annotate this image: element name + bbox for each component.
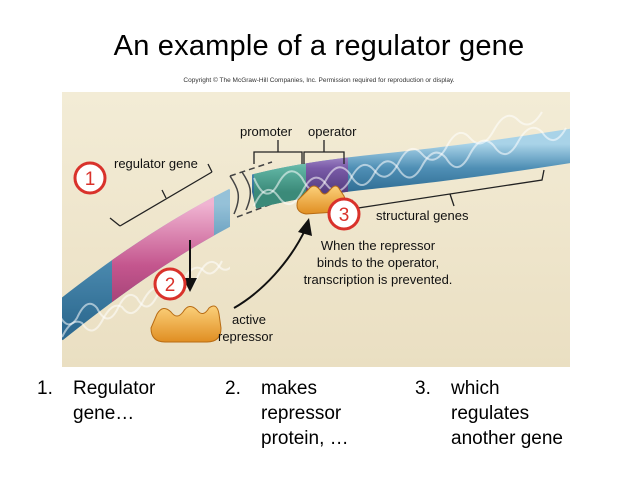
marker-3: 3 [327, 197, 361, 231]
note-line-3: transcription is prevented. [304, 272, 453, 287]
caption-3-text: which regulates another gene [451, 378, 563, 449]
arrow-repressor-to-operator-head [298, 218, 312, 236]
arrow-repressor-to-operator [233, 227, 307, 309]
dashed-connector-top [229, 161, 273, 177]
caption-2-number: 2. [225, 378, 241, 399]
caption-1-number: 1. [37, 378, 53, 399]
regulator-gene-figure: 1 2 3 regulator gene promoter operator s… [62, 92, 570, 367]
figure-svg: 1 2 3 regulator gene promoter operator s… [62, 92, 570, 367]
marker-1-label: 1 [85, 169, 96, 190]
operator-bracket [303, 140, 345, 164]
regulator-gene-region [112, 196, 214, 303]
dna-right-helix [253, 111, 567, 207]
promoter-bracket [253, 140, 303, 164]
label-active: active [232, 312, 266, 327]
caption-1-text: Regulator gene… [73, 378, 156, 424]
label-repressor: repressor [218, 329, 274, 344]
marker-2: 2 [153, 267, 187, 301]
label-operator: operator [308, 124, 357, 139]
regulator-gene-bracket [109, 163, 213, 227]
caption-3-number: 3. [415, 378, 431, 399]
note-line-1: When the repressor [321, 238, 436, 253]
dna-left-helix [62, 260, 230, 338]
note-line-2: binds to the operator, [317, 255, 439, 270]
arrow-gene-to-repressor-head [183, 278, 197, 292]
break-mark-1 [229, 175, 240, 215]
active-repressor-shape [150, 305, 222, 343]
marker-1: 1 [73, 161, 107, 195]
figure-background [62, 92, 570, 367]
break-mark-2 [241, 171, 252, 211]
slide-title: An example of a regulator gene [113, 30, 525, 62]
caption-2-text: makes repressor protein, … [261, 378, 349, 449]
label-structural-genes: structural genes [376, 208, 469, 223]
label-regulator-gene: regulator gene [114, 156, 198, 171]
marker-2-label: 2 [165, 275, 176, 296]
copyright-notice: Copyright © The McGraw-Hill Companies, I… [183, 77, 455, 84]
marker-3-label: 3 [339, 205, 350, 226]
label-promoter: promoter [240, 124, 293, 139]
